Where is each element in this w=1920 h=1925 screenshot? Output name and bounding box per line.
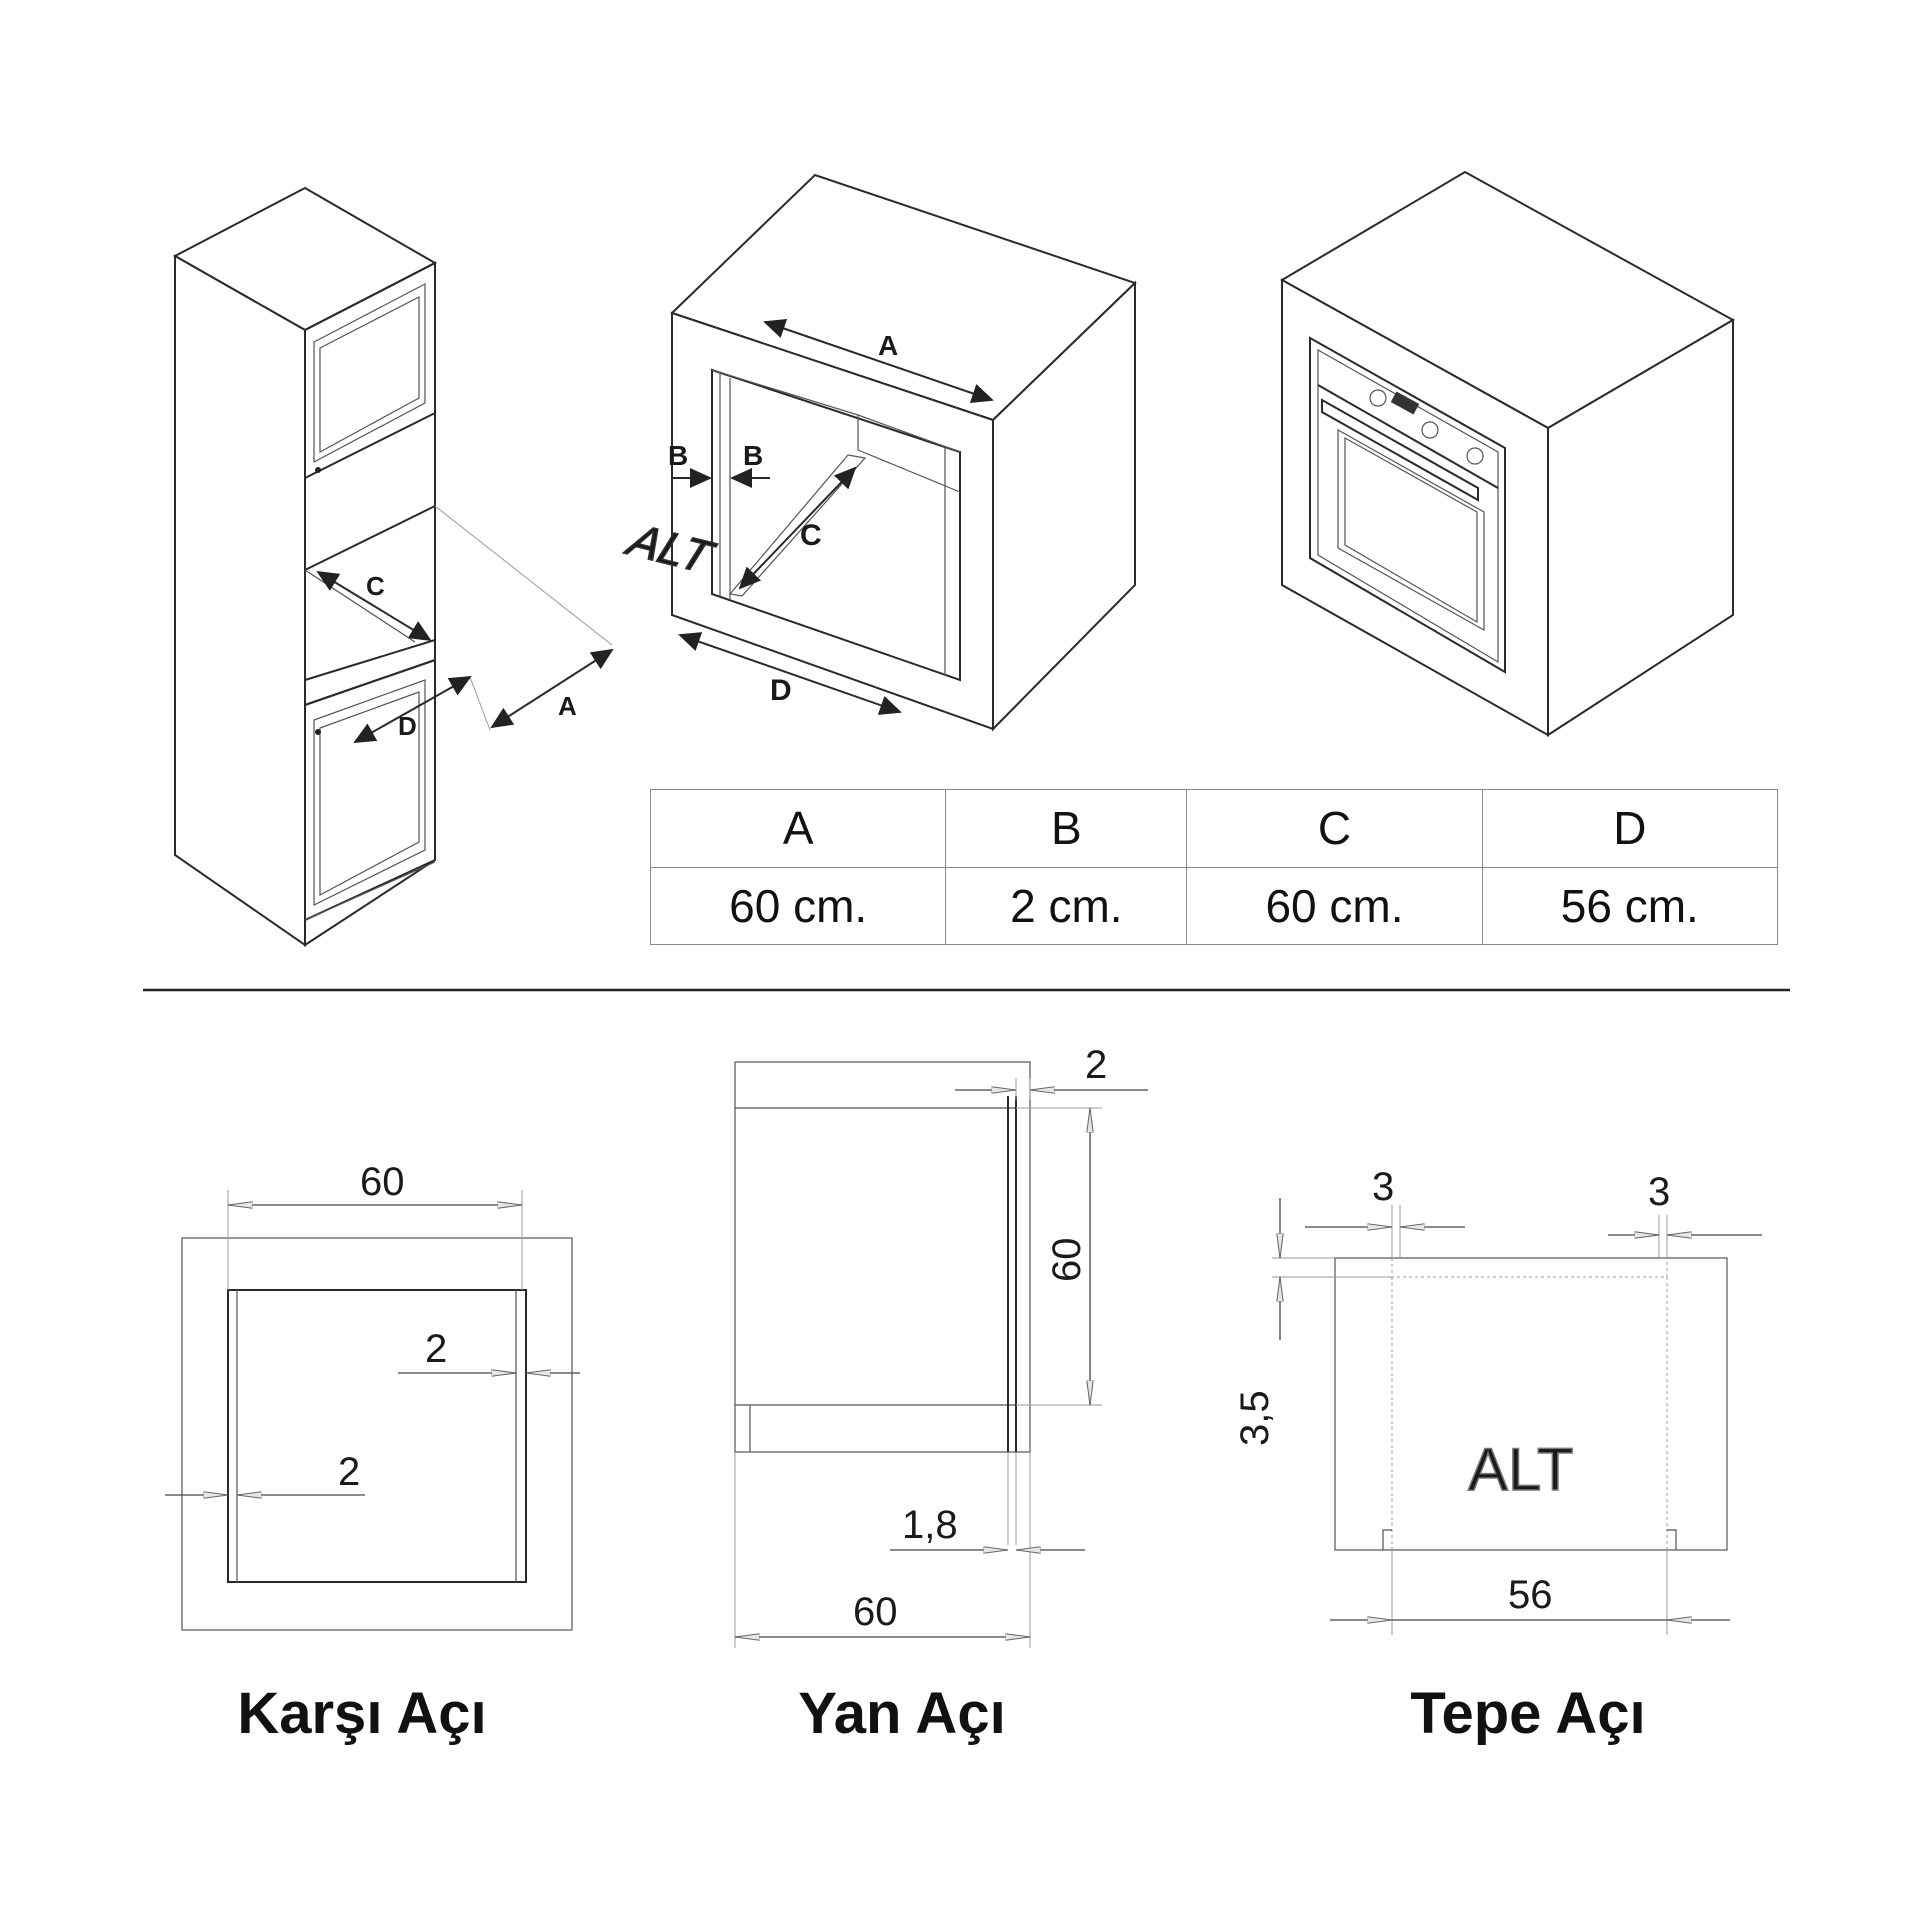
niche-label-b-left: B xyxy=(668,440,688,471)
table-header-d: D xyxy=(1481,789,1779,868)
front-right-gap-label: 2 xyxy=(425,1327,447,1371)
niche-dim-d-arrow xyxy=(678,632,902,715)
table-header-c: C xyxy=(1186,789,1483,868)
table-header-row: A B C D xyxy=(649,789,1779,868)
front-left-gap-label: 2 xyxy=(338,1450,360,1494)
top-width-label: 56 xyxy=(1508,1573,1553,1617)
niche-label-c: C xyxy=(800,519,822,552)
table-value-a: 60 cm. xyxy=(649,866,947,945)
niche-dim-c-arrow xyxy=(738,466,857,590)
top-right-gap-label: 3 xyxy=(1648,1170,1670,1214)
top-back-gap-label: 3,5 xyxy=(1233,1390,1277,1446)
front-view-drawing: 60 2 2 xyxy=(165,1160,580,1631)
tall-label-d: D xyxy=(398,711,417,741)
side-view-drawing: 2 60 1,8 60 xyxy=(734,1043,1148,1648)
table-value-d: 56 cm. xyxy=(1481,866,1779,945)
top-floor-label: ALT xyxy=(1468,1436,1574,1503)
table-header-b: B xyxy=(945,789,1188,868)
top-view-drawing: 3 3 3,5 ALT 56 xyxy=(1233,1165,1762,1635)
dimension-table: A B C D 60 cm. 2 cm. 60 cm. 56 cm. xyxy=(649,789,1779,945)
front-view-title: Karşı Açı xyxy=(237,1681,487,1746)
oven-box-illustration xyxy=(1279,170,1736,737)
table-value-row: 60 cm. 2 cm. 60 cm. 56 cm. xyxy=(649,866,1779,945)
tall-dim-d-arrow xyxy=(353,676,472,743)
top-left-gap-label: 3 xyxy=(1372,1165,1394,1209)
table-value-b: 2 cm. xyxy=(945,866,1188,945)
front-width-label: 60 xyxy=(360,1160,405,1204)
side-depth-label: 60 xyxy=(853,1590,898,1634)
niche-label-d: D xyxy=(770,674,792,707)
side-top-gap-label: 2 xyxy=(1085,1043,1107,1087)
tall-label-c: C xyxy=(366,571,385,601)
tall-dim-c-arrow xyxy=(316,570,432,642)
top-view-title: Tepe Açı xyxy=(1410,1681,1646,1746)
tall-cabinet-illustration: C D A xyxy=(172,186,614,947)
side-bottom-gap-label: 1,8 xyxy=(902,1503,958,1547)
niche-box-illustration: A B B C D ALT xyxy=(616,173,1137,732)
tall-dim-a-arrow xyxy=(490,648,614,729)
side-height-label: 60 xyxy=(1045,1238,1089,1283)
table-value-c: 60 cm. xyxy=(1186,866,1483,945)
niche-label-a: A xyxy=(878,330,898,361)
side-view-title: Yan Açı xyxy=(798,1681,1006,1746)
niche-label-b-right: B xyxy=(743,440,763,471)
table-header-a: A xyxy=(649,789,947,868)
niche-dim-a-arrow xyxy=(763,319,994,403)
tall-label-a: A xyxy=(558,691,577,721)
